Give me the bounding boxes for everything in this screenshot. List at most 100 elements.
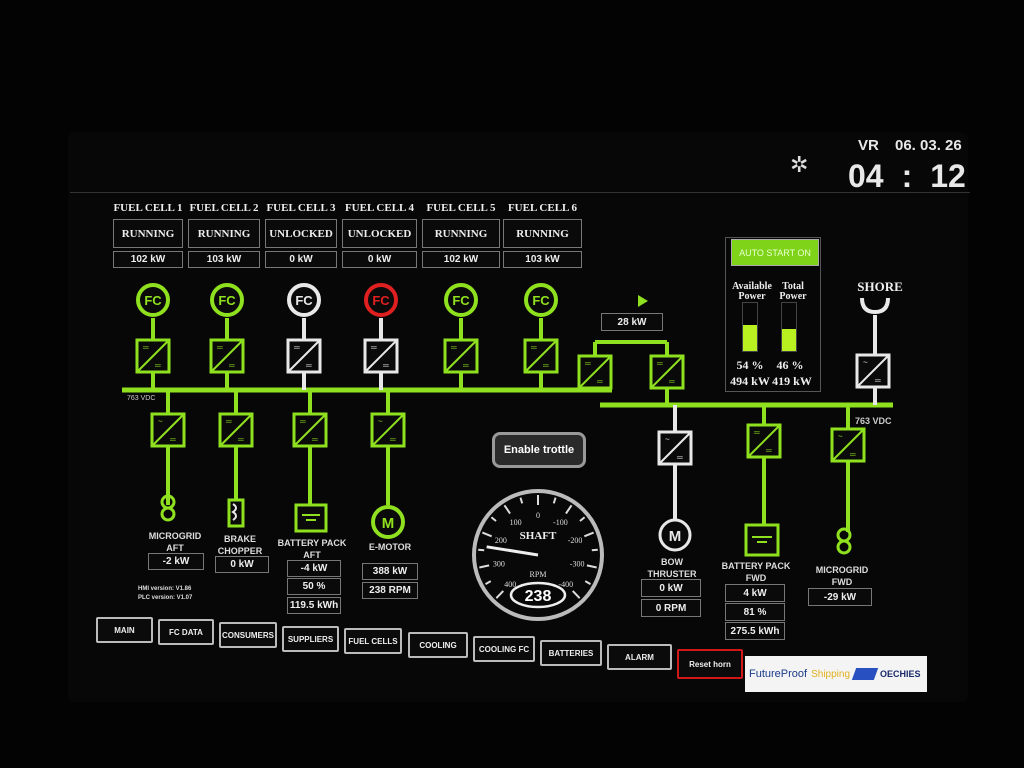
gauge-tick <box>591 548 598 552</box>
microgrid-fwd-label: MICROGRID FWD <box>805 564 879 588</box>
reset-horn-button[interactable]: Reset horn <box>677 649 743 679</box>
gauge-tick <box>485 580 492 585</box>
fuel-cell-power: 102 kW <box>113 251 183 268</box>
brake-chopper-power: 0 kW <box>215 556 269 573</box>
e-motor-converter-icon: ~═ <box>370 412 406 448</box>
svg-text:═: ═ <box>668 377 675 386</box>
available-power-bar <box>742 302 758 352</box>
fuel-cell-status[interactable]: UNLOCKED <box>342 219 417 248</box>
gauge-readout: 238 <box>525 588 552 605</box>
svg-text:~: ~ <box>158 417 163 426</box>
svg-text:═: ═ <box>530 343 537 352</box>
svg-text:FC: FC <box>218 293 236 308</box>
microgrid-fwd-transformer-icon <box>836 527 852 555</box>
battery-fwd-converter-icon: ══ <box>746 423 782 459</box>
svg-text:═: ═ <box>450 343 457 352</box>
svg-text:═: ═ <box>225 417 232 426</box>
nav-consumers-button[interactable]: CONSUMERS <box>219 622 277 648</box>
svg-text:FC: FC <box>144 293 162 308</box>
total-power-bar <box>781 302 797 352</box>
microgrid-aft-power: -2 kW <box>148 553 204 570</box>
nav-fuel-cells-button[interactable]: FUEL CELLS <box>344 628 402 654</box>
nav-batteries-button[interactable]: BATTERIES <box>540 640 602 666</box>
hmi-version: HMI version: V1.86 <box>138 586 192 592</box>
svg-text:FC: FC <box>532 293 550 308</box>
battery-fwd-power: 4 kW <box>725 584 785 602</box>
gauge-readout-frame <box>509 581 567 609</box>
svg-text:═: ═ <box>596 377 603 386</box>
enable-throttle-button[interactable]: Enable trottle <box>492 432 586 468</box>
fuel-cell-power: 103 kW <box>503 251 582 268</box>
battery-aft-power: -4 kW <box>287 560 341 577</box>
clock-hours: 04 <box>848 158 884 194</box>
gauge-tick <box>565 504 573 515</box>
e-motor-power: 388 kW <box>362 563 418 580</box>
gauge-tick <box>478 548 485 552</box>
battery-fwd-energy: 275.5 kWh <box>725 622 785 640</box>
label-line: BATTERY PACK <box>721 561 791 571</box>
label-line: FWD <box>831 577 853 587</box>
gauge-tick <box>495 590 504 599</box>
gauge-tick <box>583 531 595 538</box>
label-line: MICROGRID <box>815 565 869 575</box>
svg-text:~: ~ <box>665 435 670 444</box>
nav-fc-data-button[interactable]: FC DATA <box>158 619 214 645</box>
svg-text:FC: FC <box>452 293 470 308</box>
battery-aft-soc: 50 % <box>287 578 341 595</box>
fuel-cell-icon: FC <box>364 283 398 317</box>
fuel-cell-status[interactable]: RUNNING <box>113 219 183 248</box>
bow-thruster-power: 0 kW <box>641 579 701 597</box>
total-power-kw: 419 kW <box>772 374 812 388</box>
svg-text:═: ═ <box>382 361 389 370</box>
gauge-tick <box>572 590 581 599</box>
gauge-tick <box>584 580 591 585</box>
fuel-cell-status[interactable]: RUNNING <box>503 219 582 248</box>
transfer-power: 28 kW <box>601 313 663 331</box>
shore-label: SHORE <box>857 279 903 294</box>
logo-text: OECHIES <box>880 669 921 679</box>
logo-ship-icon <box>851 668 879 680</box>
nav-cooling-fc-button[interactable]: COOLING FC <box>473 636 535 662</box>
logo-text: FutureProof <box>749 668 808 680</box>
gauge-tick-label: -300 <box>570 559 585 568</box>
settings-gear-icon[interactable]: ✲ <box>790 152 809 177</box>
fuel-cell-title: FUEL CELL 1 <box>113 202 183 214</box>
fuel-cell-status[interactable]: RUNNING <box>188 219 260 248</box>
label-line: THRUSTER <box>647 569 697 579</box>
gauge-tick-label: -200 <box>568 536 583 545</box>
nav-alarm-button[interactable]: ALARM <box>607 644 672 670</box>
e-motor-rpm: 238 RPM <box>362 582 418 599</box>
shore-plug-icon <box>860 297 890 315</box>
nav-cooling-button[interactable]: COOLING <box>408 632 468 658</box>
microgrid-fwd-power: -29 kW <box>808 588 872 606</box>
logo: FutureProof Shipping OECHIES <box>745 656 927 692</box>
dc-dc-converter-icon: ══ <box>286 338 322 374</box>
gauge-tick-label: 300 <box>493 559 505 568</box>
e-motor-icon: M <box>371 505 405 539</box>
battery-fwd-soc: 81 % <box>725 603 785 621</box>
nav-main-button[interactable]: MAIN <box>96 617 153 643</box>
auto-start-button[interactable]: AUTO START ON <box>731 239 819 266</box>
gauge-tick-label: 200 <box>495 536 507 545</box>
fuel-cell-icon: FC <box>287 283 321 317</box>
bow-thruster-converter-icon: ~═ <box>657 430 693 466</box>
microgrid-fwd-converter-icon: ~═ <box>830 427 866 463</box>
dc-dc-converter-icon: ══ <box>135 338 171 374</box>
dc-dc-converter-icon: ══ <box>443 338 479 374</box>
dc-dc-converter-icon: ══ <box>523 338 559 374</box>
total-power-label: Total Power <box>779 281 807 302</box>
fuel-cell-status[interactable]: RUNNING <box>422 219 500 248</box>
svg-text:═: ═ <box>142 343 149 352</box>
clock-minutes: 12 <box>930 158 966 194</box>
fuel-cell-status[interactable]: UNLOCKED <box>265 219 337 248</box>
gauge-tick <box>503 504 511 515</box>
gauge-tick-label: 0 <box>536 511 540 520</box>
label-line: BOW <box>661 557 683 567</box>
available-power-pct: 54 % <box>736 358 764 372</box>
date: 06. 03. 26 <box>895 137 962 154</box>
nav-suppliers-button[interactable]: SUPPLIERS <box>282 626 339 652</box>
svg-text:═: ═ <box>753 428 760 437</box>
